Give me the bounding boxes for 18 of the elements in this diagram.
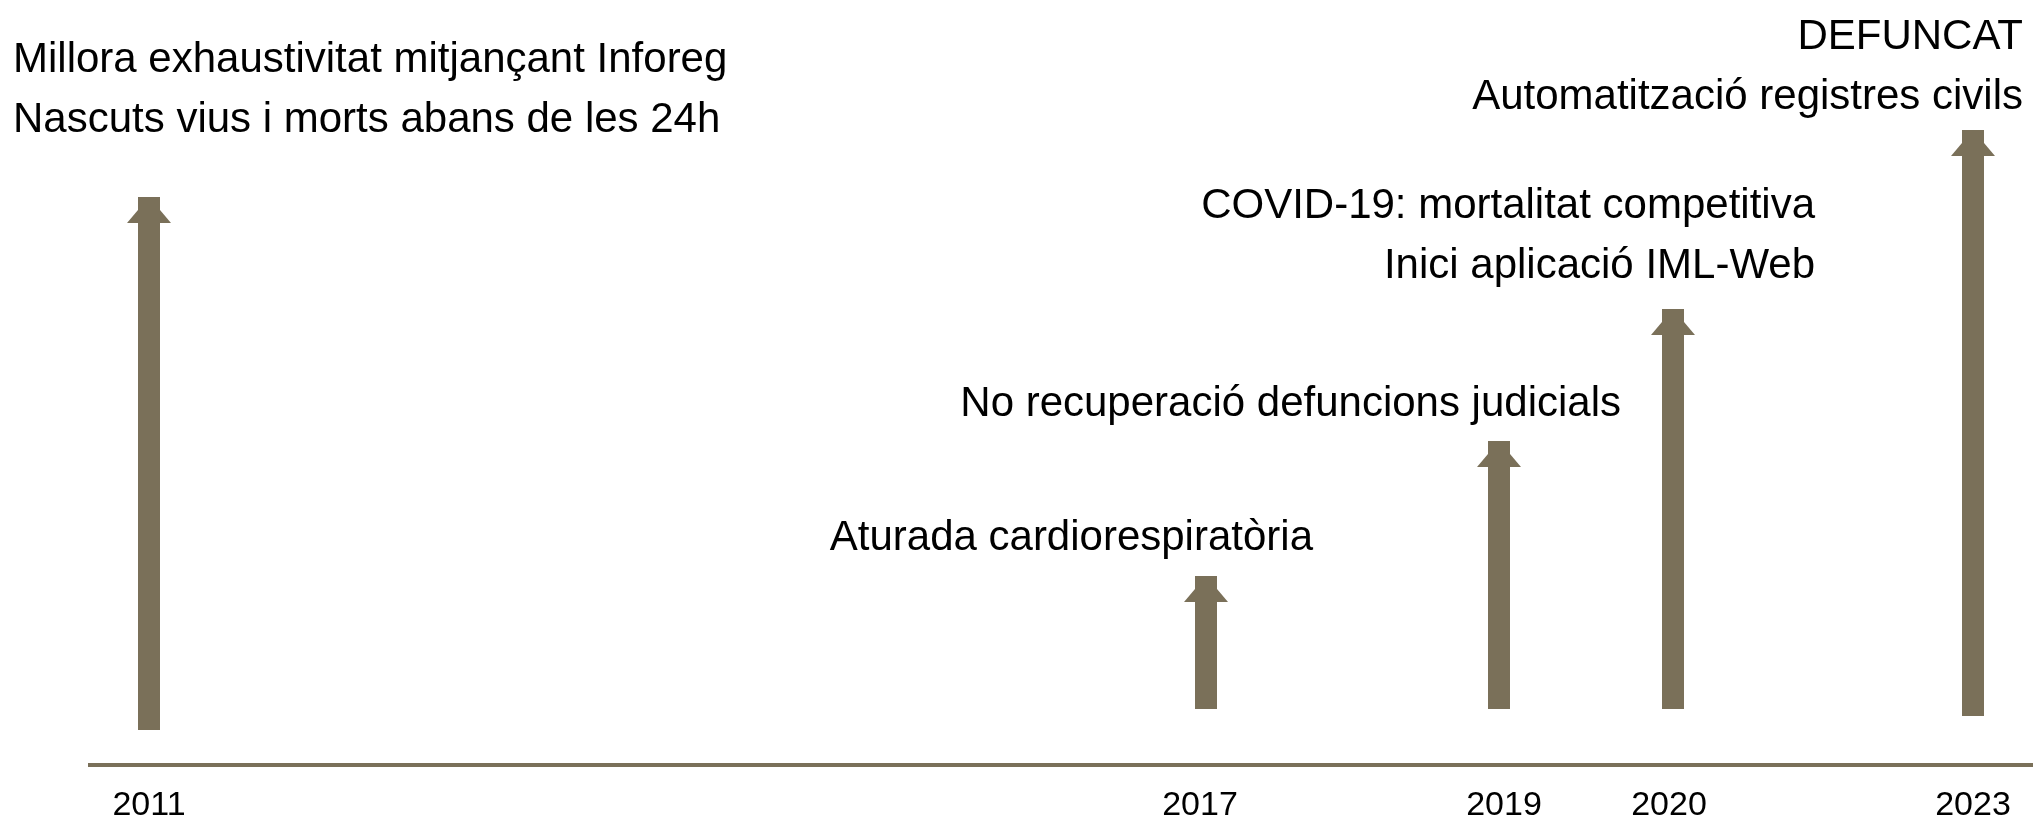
arrow bbox=[1951, 130, 1995, 716]
event-label: Inici aplicació IML-Web bbox=[1382, 239, 1815, 289]
event-label: Millora exhaustivitat mitjançant Inforeg bbox=[13, 33, 728, 83]
event-label: COVID-19: mortalitat competitiva bbox=[1201, 179, 1815, 229]
year-label: 2011 bbox=[111, 783, 187, 818]
year-label: 2017 bbox=[1161, 783, 1239, 818]
arrow bbox=[1184, 576, 1228, 709]
event-label: Aturada cardiorespiratòria bbox=[829, 511, 1313, 561]
event-label: Nascuts vius i morts abans de les 24h bbox=[13, 93, 722, 143]
arrow bbox=[1651, 309, 1695, 709]
event-label: Automatització registres civils bbox=[1472, 70, 2023, 120]
event-label: No recuperació defuncions judicials bbox=[960, 377, 1621, 427]
event-label: DEFUNCAT bbox=[1796, 10, 2023, 60]
year-label: 2020 bbox=[1630, 783, 1708, 818]
year-label: 2023 bbox=[1934, 783, 2012, 818]
arrow bbox=[127, 197, 171, 730]
arrow bbox=[1477, 441, 1521, 709]
year-label: 2019 bbox=[1465, 783, 1543, 818]
